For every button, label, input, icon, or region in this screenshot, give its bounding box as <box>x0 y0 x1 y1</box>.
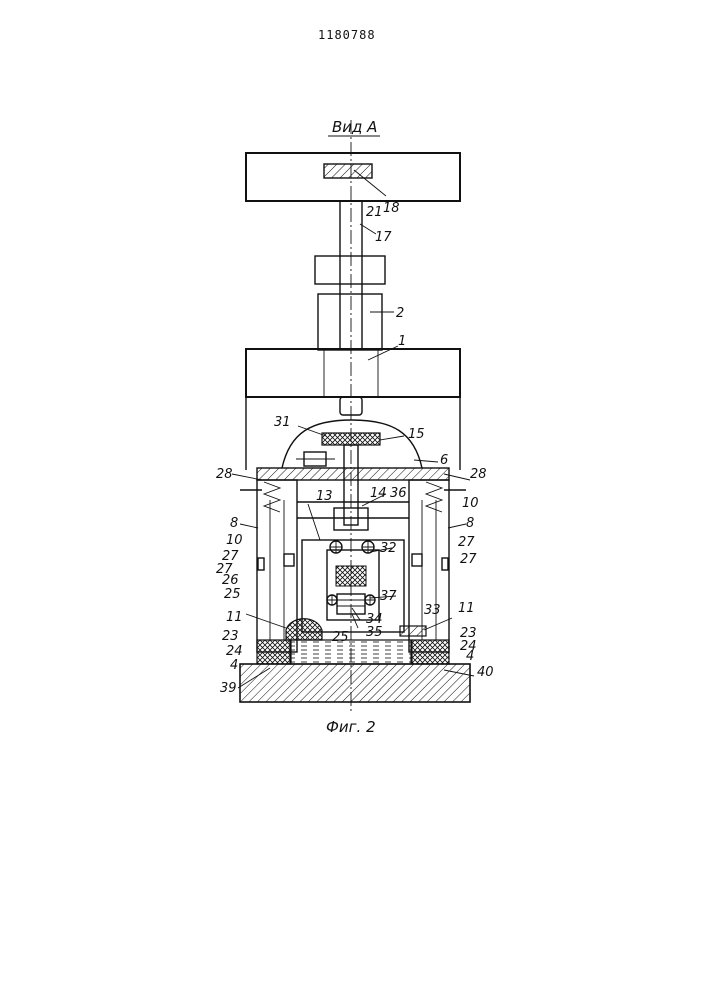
bath-25 <box>290 640 412 664</box>
base-40 <box>240 664 470 702</box>
label-17: 17 <box>375 230 392 245</box>
label-23-left: 23 <box>222 629 239 644</box>
label-8-left: 8 <box>230 516 238 531</box>
label-18: 18 <box>383 201 400 216</box>
label-35: 35 <box>366 625 383 640</box>
label-37: 37 <box>380 589 397 604</box>
clamp-32 <box>336 566 366 586</box>
label-27-a: 27 <box>458 535 475 550</box>
label-25-left: 25 <box>224 587 241 602</box>
label-39: 39 <box>220 681 237 696</box>
side-block-left <box>284 554 294 566</box>
label-11-left: 11 <box>226 610 243 625</box>
right-spring-28 <box>426 482 442 512</box>
block-1 <box>246 349 460 397</box>
label-27-d: 27 <box>460 552 477 567</box>
collar <box>315 256 385 284</box>
label-36: 36 <box>390 486 407 501</box>
foot-left <box>257 640 291 664</box>
label-24-left: 24 <box>226 644 243 659</box>
label-28-right: 28 <box>470 467 487 482</box>
label-1: 1 <box>398 334 406 349</box>
insert-21 <box>324 164 372 178</box>
figure-caption: Фиг. 2 <box>326 718 376 736</box>
right-seal-33 <box>400 626 426 636</box>
outer-block-right <box>442 558 448 570</box>
label-10-left: 10 <box>226 533 243 548</box>
sleeve-2 <box>318 294 382 350</box>
label-25-center: 25 <box>332 630 349 645</box>
cover-plate-6 <box>257 468 449 480</box>
label-11-right: 11 <box>458 601 475 616</box>
side-block-right <box>412 554 422 566</box>
label-4-right: 4 <box>466 649 474 664</box>
label-10-right: 10 <box>462 496 479 511</box>
plate-15 <box>322 433 380 445</box>
patent-number: 1180788 <box>318 28 376 42</box>
label-4-left: 4 <box>230 658 238 673</box>
label-31: 31 <box>274 415 291 430</box>
label-40: 40 <box>477 665 494 680</box>
label-14: 14 <box>370 486 387 501</box>
outer-block-left <box>258 558 264 570</box>
view-title: Вид A <box>332 118 377 136</box>
label-21: 21 <box>366 205 383 220</box>
label-26: 26 <box>222 573 239 588</box>
label-8-right: 8 <box>466 516 474 531</box>
left-spring-28 <box>264 482 280 512</box>
label-6: 6 <box>440 453 448 468</box>
foot-right <box>411 640 449 664</box>
left-seal-11 <box>286 619 322 640</box>
label-33: 33 <box>424 603 441 618</box>
label-15: 15 <box>408 427 425 442</box>
label-32: 32 <box>380 541 397 556</box>
label-13: 13 <box>316 489 333 504</box>
label-28-left: 28 <box>216 467 233 482</box>
label-2: 2 <box>396 306 404 321</box>
